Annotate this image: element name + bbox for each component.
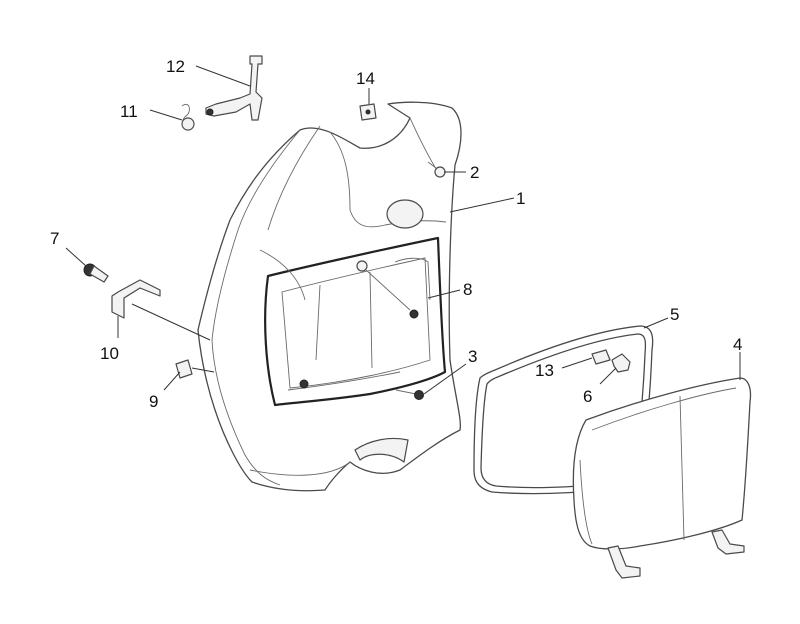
callout-5: 5 [670, 305, 679, 324]
part-7-bolt [83, 263, 109, 283]
part-6-clip [611, 353, 631, 373]
callout-13: 13 [535, 361, 554, 380]
part-11-spring [181, 104, 195, 131]
leader-1 [449, 197, 515, 213]
part-3-screw [395, 389, 424, 400]
part-14-clip-nut [359, 103, 377, 121]
leader-lines [65, 65, 741, 395]
callout-7: 7 [50, 229, 59, 248]
callout-11: 11 [120, 102, 138, 121]
leader-9b [191, 367, 215, 373]
leader-3 [423, 363, 467, 395]
part-10-bracket [111, 279, 161, 319]
part-13-clip [591, 349, 611, 365]
leader-11 [149, 109, 183, 121]
leader-12 [195, 65, 251, 87]
leader-5 [643, 317, 669, 329]
callout-9: 9 [149, 392, 158, 411]
callout-1: 1 [516, 189, 525, 208]
part-1-inner-leg-shield [197, 101, 462, 492]
leader-13 [561, 357, 593, 369]
leader-7 [65, 247, 87, 267]
callout-12: 12 [166, 57, 185, 76]
callout-2: 2 [470, 163, 479, 182]
part-9-clip [175, 359, 193, 379]
part-12-hook-lever [205, 55, 263, 121]
leader-9 [163, 371, 181, 391]
part-8-screw [356, 260, 419, 319]
callout-6: 6 [583, 387, 592, 406]
callout-8: 8 [463, 280, 472, 299]
leader-8 [427, 289, 461, 299]
callout-14: 14 [356, 69, 375, 88]
callout-3: 3 [468, 347, 477, 366]
part-4-glovebox-lid [572, 377, 752, 579]
callout-4: 4 [733, 335, 742, 354]
callout-10: 10 [100, 344, 119, 363]
callout-labels: 1 2 3 4 5 6 7 8 9 10 11 12 13 14 [50, 57, 742, 411]
leader-10b [131, 303, 211, 341]
leader-6 [599, 367, 617, 385]
